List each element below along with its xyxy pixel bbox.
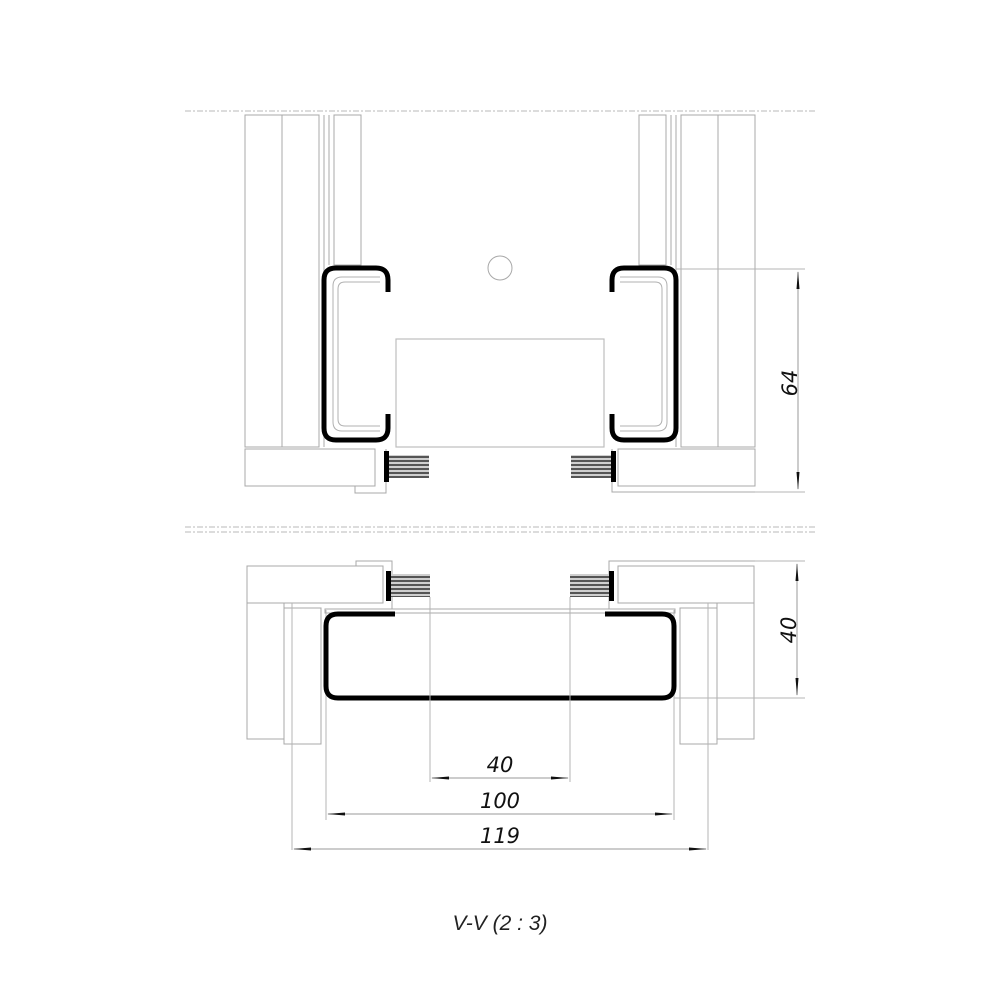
- brush-seal-left-bottom: [391, 574, 430, 597]
- left-frame: [246, 560, 430, 850]
- left-c-profile: [321, 265, 391, 443]
- dimension-40-vertical: 40: [674, 560, 805, 699]
- drawing-caption: V-V (2 : 3): [453, 912, 548, 935]
- brush-seal-right-bottom: [570, 574, 609, 597]
- brush-seal-bristle-base: [386, 571, 391, 601]
- center-panel: [395, 338, 605, 448]
- left-wall: [244, 114, 429, 494]
- dimension-label-100: 100: [480, 789, 520, 813]
- dimension-100: 100: [327, 789, 673, 816]
- dimension-64: 64: [676, 268, 805, 493]
- right-frame: [570, 560, 755, 850]
- dimension-label-40-horizontal: 40: [487, 753, 514, 777]
- dimension-label-40-vertical: 40: [777, 617, 801, 644]
- brush-seal-right-top: [571, 455, 611, 478]
- dimension-label-119: 119: [480, 824, 520, 848]
- bottom-section-view: 40 40 100 119: [246, 560, 805, 851]
- dimension-119: 119: [293, 824, 707, 851]
- brush-seal-bristle-base: [384, 451, 389, 482]
- rectangular-profile: [323, 611, 677, 701]
- center-hole: [487, 255, 513, 281]
- right-wall: [571, 114, 756, 493]
- brush-seal-bristle-base: [611, 451, 616, 482]
- cover-strip: [324, 608, 676, 614]
- right-c-profile: [609, 265, 679, 443]
- brush-seal-left-top: [389, 455, 429, 478]
- dimension-40-horizontal: 40: [431, 753, 569, 780]
- brush-seal-bristle-base: [609, 571, 614, 601]
- dimension-label-64: 64: [778, 370, 802, 397]
- top-section-view: 64: [185, 110, 815, 494]
